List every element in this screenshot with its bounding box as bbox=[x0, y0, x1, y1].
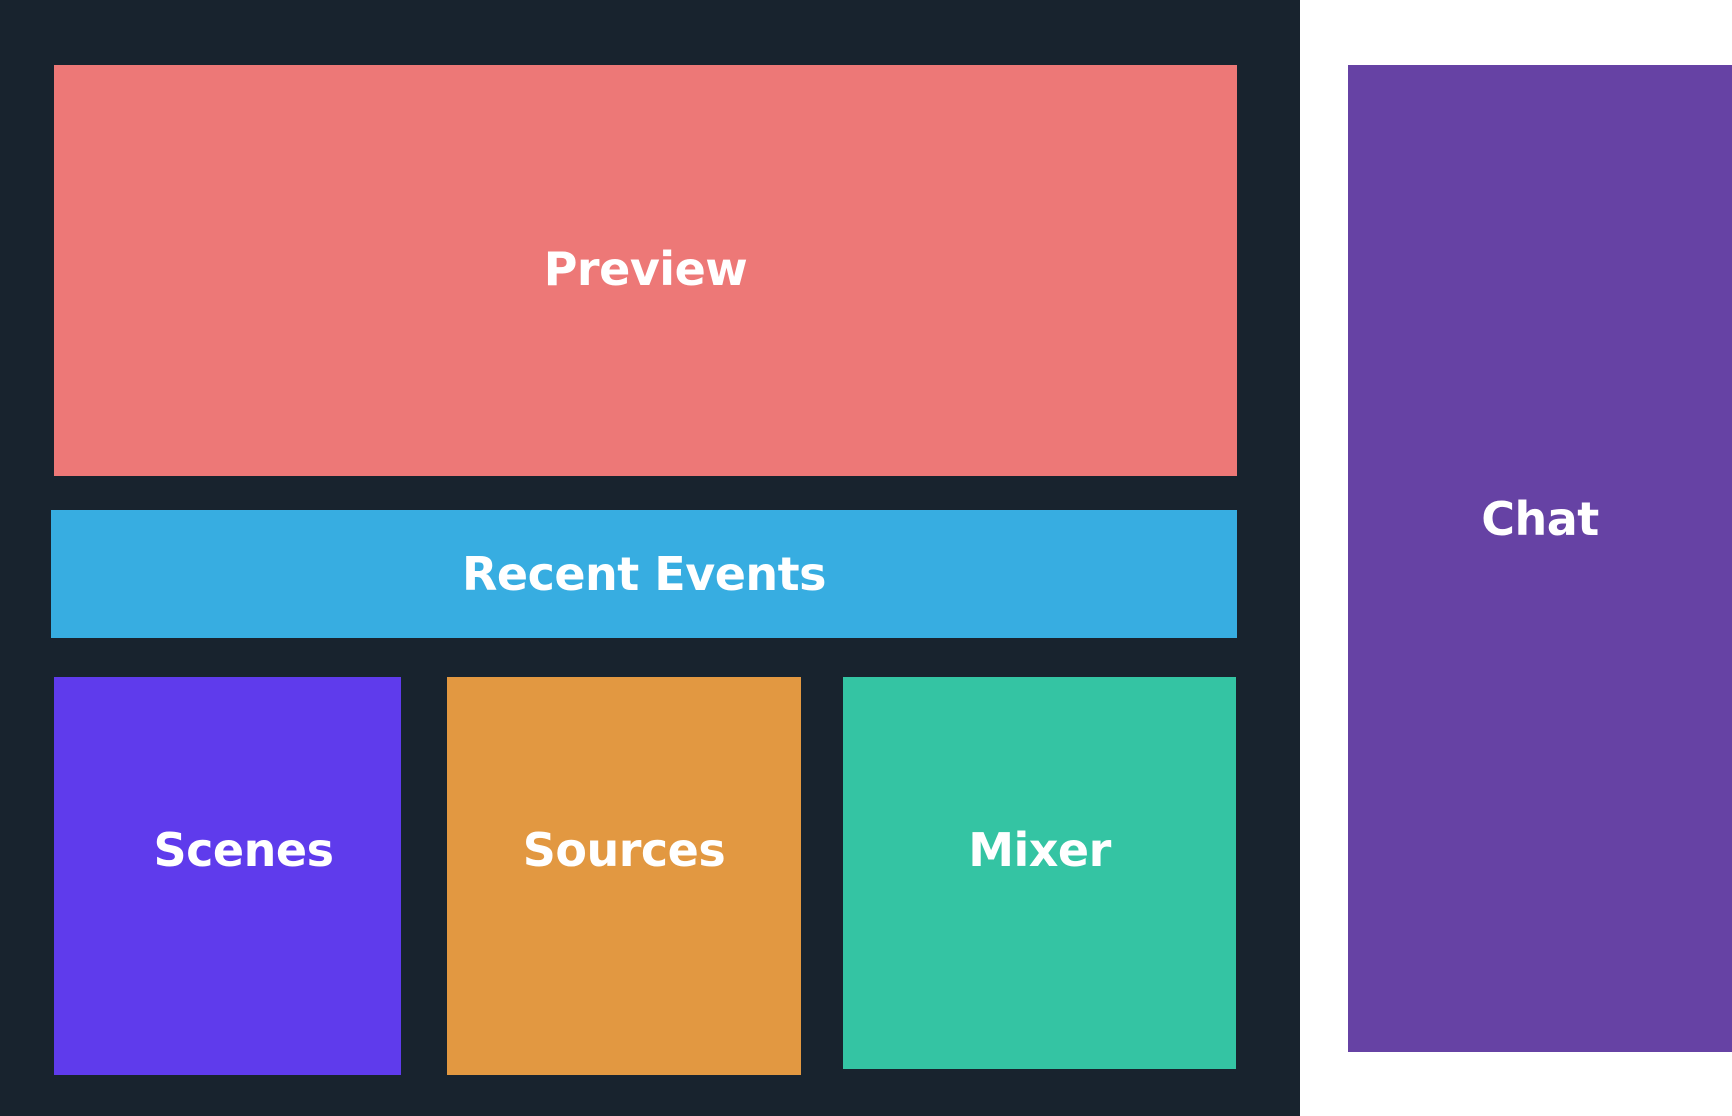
mixer-label: Mixer bbox=[968, 823, 1111, 877]
preview-label: Preview bbox=[543, 241, 748, 296]
chat-panel[interactable]: Chat bbox=[1348, 65, 1732, 1052]
mixer-panel[interactable]: Mixer bbox=[843, 677, 1236, 1069]
scenes-label: Scenes bbox=[153, 823, 334, 877]
preview-panel[interactable]: Preview bbox=[54, 65, 1237, 476]
recent-events-label: Recent Events bbox=[461, 547, 827, 601]
scenes-panel[interactable]: Scenes bbox=[54, 677, 401, 1075]
recent-events-panel[interactable]: Recent Events bbox=[51, 510, 1237, 638]
chat-label: Chat bbox=[1481, 491, 1599, 546]
sources-label: Sources bbox=[522, 823, 726, 877]
sources-panel[interactable]: Sources bbox=[447, 677, 801, 1075]
